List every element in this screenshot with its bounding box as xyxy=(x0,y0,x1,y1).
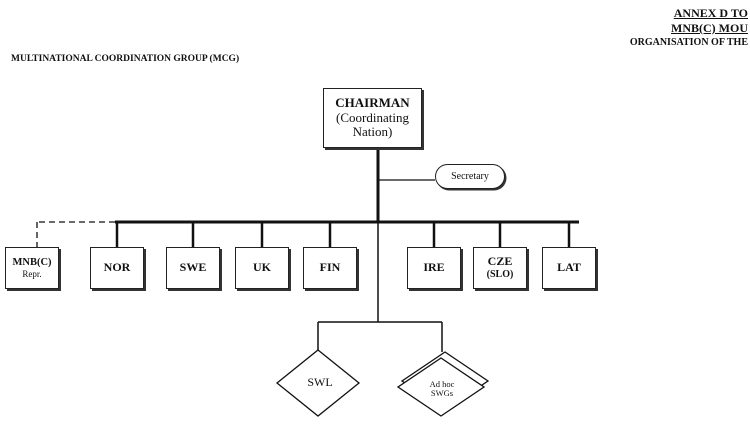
member-box-swe: SWE xyxy=(166,247,220,289)
adhoc-label-line-2: SWGs xyxy=(430,388,454,399)
adhoc-swgs-label: Ad hoc SWGs xyxy=(410,379,474,399)
member-sublabel: (SLO) xyxy=(486,269,514,281)
chairman-role-line-2: Nation) xyxy=(352,124,393,140)
chairman-title: CHAIRMAN xyxy=(335,94,410,110)
member-label: UK xyxy=(253,260,271,275)
member-label: IRE xyxy=(423,260,445,275)
annex-reference: MNB(C) MOU xyxy=(671,21,748,35)
group-title: MULTINATIONAL COORDINATION GROUP (MCG) xyxy=(11,54,240,64)
annex-subtitle: ORGANISATION OF THE xyxy=(629,37,748,48)
annex-title: ANNEX D TO xyxy=(673,6,748,20)
swl-label: SWL xyxy=(307,375,333,389)
member-label: MNB(C) xyxy=(12,256,52,268)
member-box-uk: UK xyxy=(235,247,289,289)
member-box-nor: NOR xyxy=(90,247,144,289)
member-box-mnbc: MNB(C) Repr. xyxy=(5,247,59,289)
member-sublabel: Repr. xyxy=(22,268,42,279)
member-box-cze: CZE (SLO) xyxy=(473,247,527,289)
member-box-fin: FIN xyxy=(303,247,357,289)
swl-diamond xyxy=(275,349,361,417)
member-label: LAT xyxy=(557,260,581,275)
member-label: CZE xyxy=(487,254,513,269)
chairman-role-line-1: (Coordinating xyxy=(336,109,409,125)
adhoc-label-line-1: Ad hoc xyxy=(429,379,455,389)
member-label: FIN xyxy=(319,260,341,275)
adhoc-diamond-front xyxy=(396,357,486,417)
member-box-lat: LAT xyxy=(542,247,596,289)
member-label: SWE xyxy=(179,260,207,275)
secretary-node: Secretary xyxy=(435,164,505,189)
member-label: NOR xyxy=(103,260,131,275)
member-box-ire: IRE xyxy=(407,247,461,289)
chairman-box: CHAIRMAN (Coordinating Nation) xyxy=(323,88,422,148)
